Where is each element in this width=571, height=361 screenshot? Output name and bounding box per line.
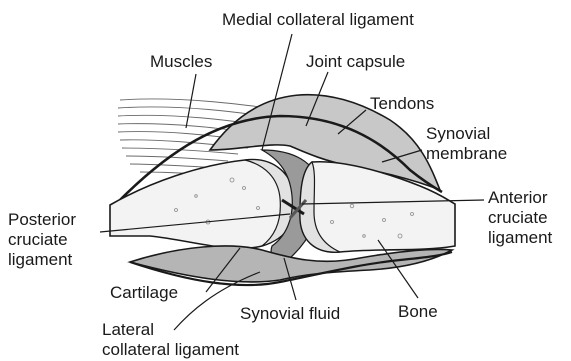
leader-muscles bbox=[186, 74, 196, 128]
label-synovial-fluid: Synovial fluid bbox=[240, 304, 340, 324]
label-cartilage: Cartilage bbox=[110, 283, 178, 303]
label-muscles: Muscles bbox=[150, 52, 212, 72]
label-synovial-membrane: Synovial membrane bbox=[426, 124, 507, 164]
label-medial-collateral-ligament: Medial collateral ligament bbox=[222, 10, 414, 30]
label-anterior-cruciate-ligament: Anterior cruciate ligament bbox=[488, 188, 552, 248]
label-bone: Bone bbox=[398, 302, 438, 322]
label-posterior-cruciate-ligament: Posterior cruciate ligament bbox=[8, 210, 76, 270]
label-joint-capsule: Joint capsule bbox=[306, 52, 405, 72]
femur-bone bbox=[110, 160, 295, 249]
label-tendons: Tendons bbox=[370, 94, 434, 114]
label-lateral-collateral-ligament: Lateral collateral ligament bbox=[102, 320, 239, 360]
